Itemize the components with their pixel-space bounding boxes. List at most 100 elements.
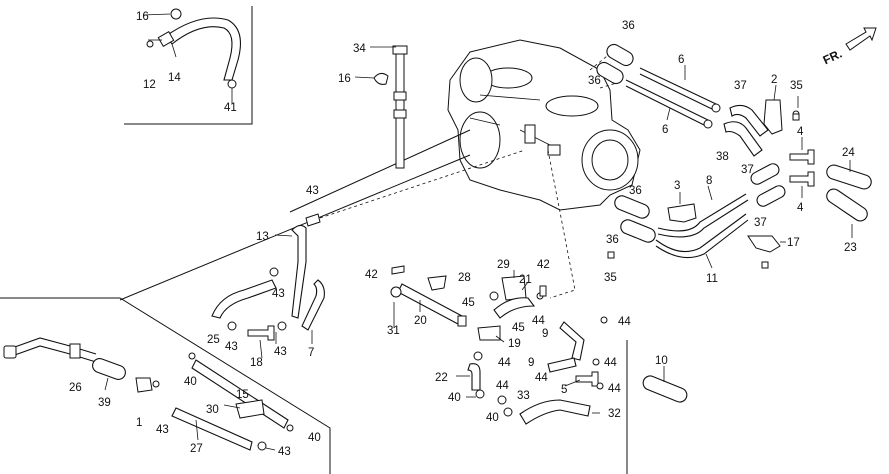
- callout-17: 17: [787, 237, 800, 249]
- callout-35: 35: [790, 80, 803, 92]
- callout-44: 44: [496, 380, 509, 392]
- callout-36: 36: [629, 185, 642, 197]
- callout-12: 12: [143, 79, 156, 91]
- callout-15: 15: [236, 389, 249, 401]
- callout-31: 31: [387, 325, 400, 337]
- part-39-hose: [92, 358, 126, 380]
- callout-43: 43: [272, 288, 285, 300]
- part-28-clamp: [427, 275, 447, 291]
- engine-assembly: [447, 39, 641, 211]
- callout-39: 39: [98, 397, 111, 409]
- callout-36: 36: [606, 234, 619, 246]
- callout-3: 3: [674, 180, 680, 192]
- part-1-fitting: [135, 377, 160, 393]
- part-36-hoses-top: [596, 43, 634, 85]
- callout-40: 40: [486, 412, 499, 424]
- callout-labels: FR. 1 2 3 4 4 5 6 6 7 8 9 9 10 11 12 13 …: [69, 11, 857, 458]
- callout-43: 43: [156, 424, 169, 436]
- callout-42: 42: [365, 269, 378, 281]
- callout-14: 14: [168, 72, 181, 84]
- callout-45: 45: [512, 322, 525, 334]
- callout-40: 40: [184, 376, 197, 388]
- callout-33: 33: [517, 390, 530, 402]
- callout-37: 37: [754, 217, 767, 229]
- callout-16: 16: [136, 11, 149, 23]
- callout-22: 22: [435, 372, 448, 384]
- callout-43: 43: [274, 346, 287, 358]
- callout-7: 7: [308, 347, 314, 359]
- callout-43: 43: [306, 185, 319, 197]
- callout-4: 4: [797, 126, 804, 138]
- callout-44: 44: [604, 357, 617, 369]
- callout-43: 43: [278, 446, 291, 458]
- part-34-tube: [373, 45, 408, 169]
- callout-36: 36: [588, 75, 601, 87]
- callout-9: 9: [542, 328, 548, 340]
- callout-4: 4: [797, 202, 804, 214]
- callout-18: 18: [250, 357, 263, 369]
- part-4-fittings: [789, 149, 815, 187]
- callout-44: 44: [608, 383, 621, 395]
- callout-35: 35: [604, 272, 617, 284]
- part-22-hose: [467, 351, 485, 399]
- callout-10: 10: [655, 355, 668, 367]
- part-10-hose: [642, 375, 688, 403]
- callout-6: 6: [678, 54, 684, 66]
- part-42-clips: [391, 265, 547, 297]
- callout-27: 27: [190, 443, 203, 455]
- callout-9: 9: [528, 357, 534, 369]
- part-37-38-hoses: [723, 104, 769, 157]
- callout-25: 25: [207, 334, 220, 346]
- callout-13: 13: [256, 231, 269, 243]
- callout-34: 34: [353, 43, 366, 55]
- callout-11: 11: [706, 273, 718, 285]
- callout-37: 37: [734, 80, 747, 92]
- part-25-hose-18-tee: [211, 267, 287, 341]
- callout-37: 37: [741, 164, 754, 176]
- part-30-bracket: [235, 399, 265, 419]
- inset-frames: [0, 6, 628, 474]
- callout-43: 43: [225, 341, 238, 353]
- callout-19: 19: [508, 338, 521, 350]
- part-14-hose: [146, 8, 241, 89]
- callout-1: 1: [136, 417, 142, 429]
- callout-23: 23: [844, 242, 857, 254]
- callout-5: 5: [561, 384, 567, 396]
- part-8-11-pipes: [655, 193, 749, 259]
- callout-40: 40: [308, 432, 321, 444]
- part-6-pipes: [625, 67, 721, 129]
- callout-40: 40: [448, 392, 461, 404]
- leader-lines: [104, 13, 853, 451]
- callout-29: 29: [497, 259, 510, 271]
- callout-6: 6: [662, 124, 668, 136]
- part-32-hose: [497, 395, 591, 425]
- callout-44: 44: [498, 357, 511, 369]
- part-23-24-hoses: [826, 164, 872, 222]
- part-36-hoses-mid: [614, 195, 656, 243]
- part-2-bracket: [763, 99, 800, 135]
- callout-21: 21: [519, 274, 532, 286]
- callout-20: 20: [414, 315, 427, 327]
- callout-38: 38: [716, 151, 729, 163]
- callout-42: 42: [537, 259, 550, 271]
- callout-32: 32: [608, 408, 621, 420]
- part-3-17-brackets: [607, 203, 781, 269]
- callout-44: 44: [618, 316, 631, 328]
- callout-16: 16: [338, 73, 351, 85]
- callout-41: 41: [224, 102, 237, 114]
- callout-36: 36: [622, 20, 635, 32]
- callout-44: 44: [532, 315, 545, 327]
- callout-45: 45: [462, 297, 475, 309]
- part-37-hoses-mid: [750, 163, 786, 207]
- callout-24: 24: [842, 147, 855, 159]
- part-5-fitting: [575, 358, 604, 390]
- callout-30: 30: [206, 404, 219, 416]
- front-direction-label: FR.: [821, 46, 844, 67]
- part-19-fitting: [477, 325, 501, 341]
- part-9-hoses: [547, 316, 608, 373]
- callout-8: 8: [706, 175, 712, 187]
- part-26-pipe: [3, 337, 97, 363]
- callout-26: 26: [69, 382, 82, 394]
- part-20-hose: [390, 283, 467, 327]
